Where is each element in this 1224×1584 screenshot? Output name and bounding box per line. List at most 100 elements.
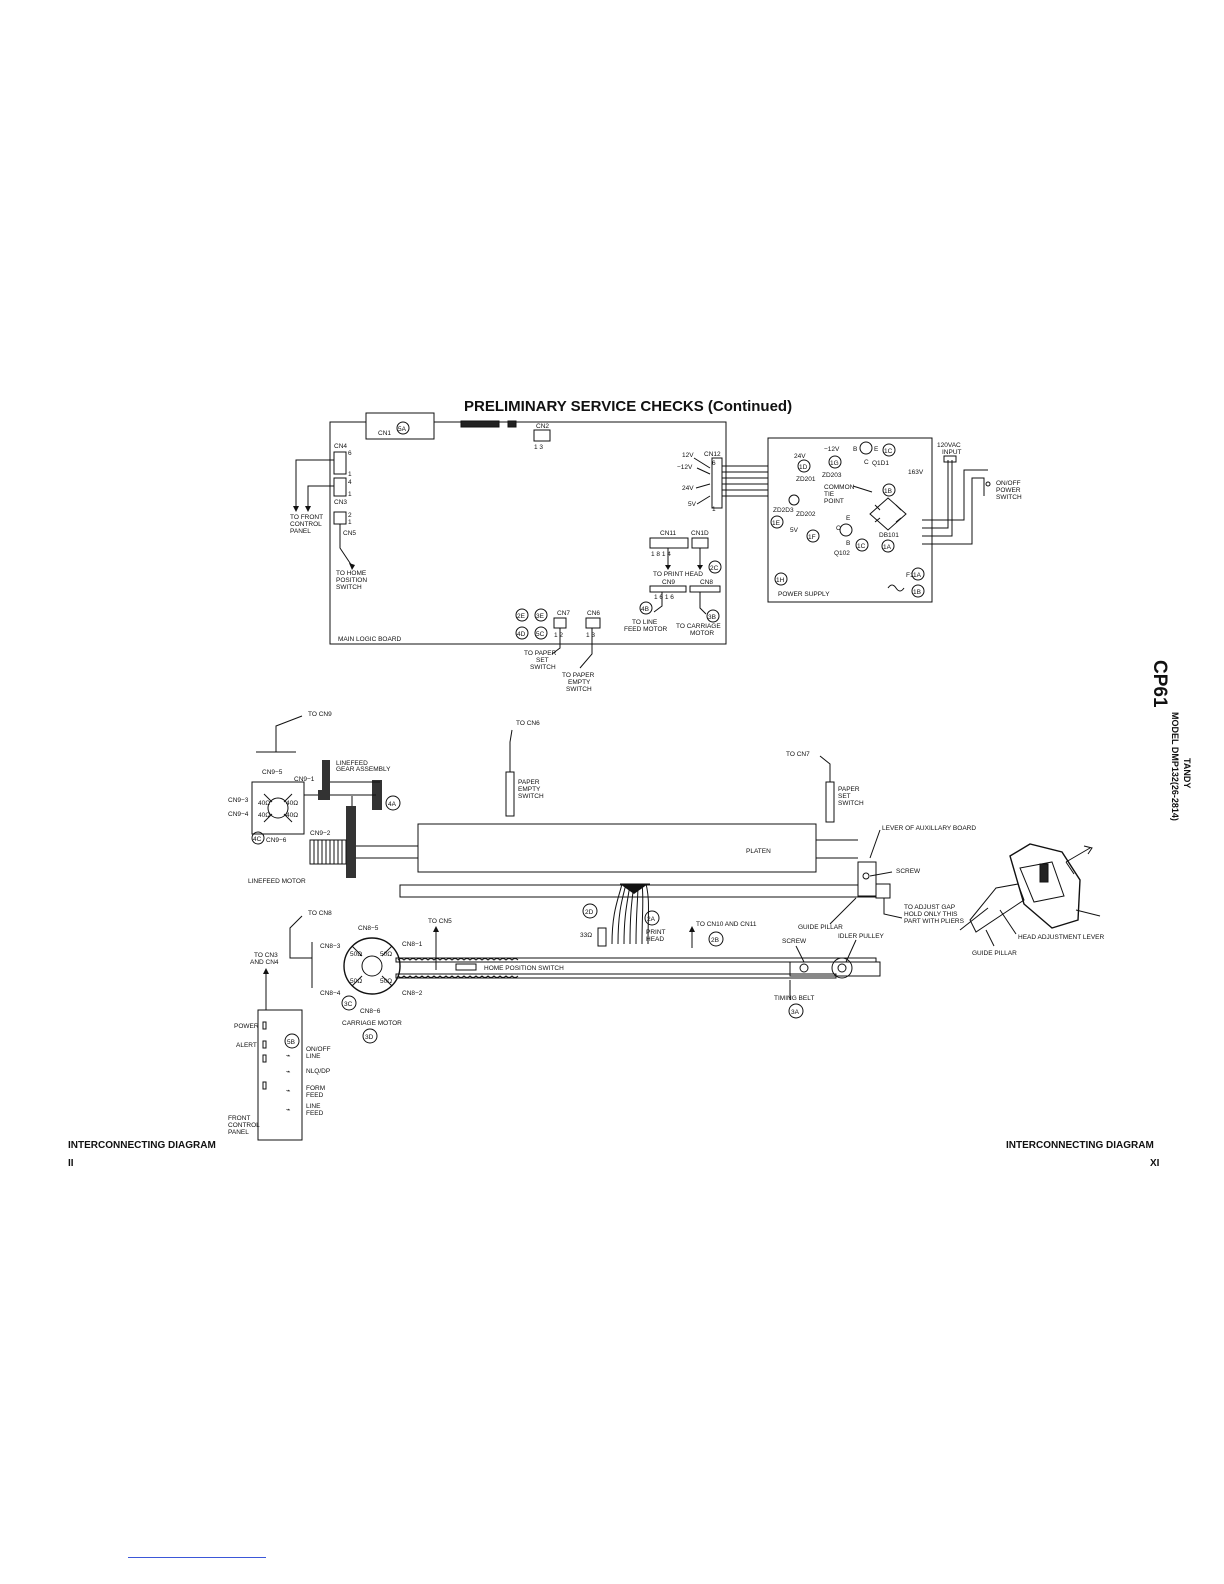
- r50-3: 50Ω: [350, 978, 362, 985]
- head-adjust-detail: HEAD ADJUSTMENT LEVER GUIDE PILLAR: [959, 843, 1105, 957]
- cn5-pin2: 2: [348, 512, 352, 519]
- tag-5c-circle: [534, 626, 548, 640]
- ps-b: B: [853, 446, 857, 453]
- zd203-label: ZD203: [822, 472, 842, 479]
- tag-1a: 1A: [883, 544, 892, 551]
- power-supply-label: POWER SUPPLY: [778, 591, 830, 598]
- print-label: PRINT: [646, 929, 666, 936]
- tag-2e: 2E: [517, 613, 526, 620]
- tag-1b2-circle: [911, 584, 925, 598]
- front-label: FRONT: [228, 1115, 250, 1122]
- tag-1f: 1F: [808, 534, 816, 541]
- front-control-panel: POWER ALERT 5B ⌁ ON/OFF LINE ⌁ NLQ/DP ⌁ …: [228, 1009, 331, 1141]
- tag-5c: 5C: [536, 631, 545, 638]
- adjust-leader: [883, 898, 903, 919]
- ps-5v: 5V: [790, 527, 799, 534]
- cable-clamp: [620, 884, 648, 894]
- tag-1b-circle: [882, 483, 896, 497]
- arrow-cn10: [697, 565, 703, 570]
- arrow-home: [349, 563, 355, 570]
- fuse-symbol: [887, 584, 905, 592]
- onoff-label: ON/OFF: [996, 480, 1021, 487]
- tag-1a2: 1A: [913, 572, 922, 579]
- set-label: SET: [536, 657, 549, 664]
- paper-set-switch: [825, 781, 835, 823]
- cn6-connector: [585, 617, 601, 629]
- q101-circle: [859, 441, 873, 455]
- tag-2b-circle: [708, 931, 724, 947]
- resistor-33: [597, 927, 607, 947]
- tag-3c-circle: [341, 995, 357, 1011]
- cn9-4-label: CN9−4: [228, 811, 249, 818]
- tag-3b-circle: [706, 609, 720, 623]
- tag-3a: 3A: [791, 1009, 800, 1016]
- cn8-label: CN8: [700, 579, 713, 586]
- to-paper-set: TO PAPER: [524, 650, 557, 657]
- paper-set-label: PAPER: [838, 786, 860, 793]
- cn5-connector: [333, 511, 347, 525]
- tag-4d: 4D: [517, 631, 526, 638]
- page-number-right: XI: [1150, 1158, 1160, 1169]
- main-logic-board: MAIN LOGIC BOARD CN1 5A CN2 1 3 CN4 6 1 …: [290, 412, 776, 693]
- q102-label: Q102: [834, 550, 850, 557]
- main-board-label: MAIN LOGIC BOARD: [338, 636, 402, 643]
- to-print-head: TO PRINT HEAD: [653, 571, 703, 578]
- tag-5a: 5A: [398, 426, 407, 433]
- tag-1c: 1C: [884, 448, 893, 455]
- to-home-label: TO HOME: [336, 570, 367, 577]
- tag-1c2: 1C: [857, 543, 866, 550]
- empty-label: EMPTY: [568, 679, 591, 686]
- timing-belt-label: TIMING BELT: [774, 995, 814, 1002]
- tag-4d-circle: [515, 626, 529, 640]
- cn8-3-label: CN8−3: [320, 943, 341, 950]
- gear-3: [346, 806, 356, 878]
- control-panel-label: CONTROL: [228, 1122, 260, 1129]
- bridge-rectifier: [869, 497, 907, 531]
- switch-wire-2: [922, 477, 985, 545]
- feed-key-label: FEED: [306, 1092, 324, 1099]
- cn7-connector: [553, 617, 567, 629]
- screw2-leader: [795, 945, 805, 963]
- idler-pulley-inner: [837, 963, 847, 973]
- cn5-label: CN5: [343, 530, 356, 537]
- platen-label: PLATEN: [746, 848, 771, 855]
- line-feed-key-icon: ⌁: [286, 1105, 291, 1114]
- paper-empty-switch: [505, 771, 515, 817]
- to-carriage-label: TO CARRIAGE: [676, 623, 721, 630]
- tag-3c: 3C: [344, 1001, 353, 1008]
- tag-2d: 2D: [585, 909, 594, 916]
- tag-2a-circle: [644, 910, 660, 926]
- home-switch-label: HOME POSITION SWITCH: [484, 965, 564, 972]
- tag-2c-circle: [708, 560, 722, 574]
- alert-led: [262, 1040, 267, 1049]
- q101-label: Q1D1: [872, 460, 889, 467]
- page-number-left: II: [68, 1158, 74, 1169]
- tag-3a-circle: [788, 1003, 804, 1019]
- to-cn10-label: TO CN10 AND CN11: [696, 921, 757, 928]
- common-leader: [852, 485, 873, 493]
- zd201-label: ZD201: [796, 476, 816, 483]
- r400-3: 40Ω: [258, 812, 270, 819]
- cn8-2-label: CN8−2: [402, 990, 423, 997]
- leader-24v: [695, 483, 711, 489]
- wire-to-cn8: [289, 915, 312, 959]
- tag-4a: 4A: [388, 801, 397, 808]
- tag-1a-circle: [881, 539, 895, 553]
- tag-4a-circle: [385, 795, 401, 811]
- tag-2e-circle: [515, 608, 529, 622]
- ac-plug: [943, 455, 957, 463]
- tie-label: TIE: [824, 491, 835, 498]
- cn3-label: CN3: [334, 499, 347, 506]
- onoff-key-label: ON/OFF: [306, 1046, 331, 1053]
- platen: [417, 823, 817, 873]
- head-pins: [1039, 863, 1049, 883]
- cn3-pin1: 1: [348, 491, 352, 498]
- linefeed-motor-body: [251, 781, 305, 835]
- wire-cn7: [551, 628, 561, 655]
- tag-2c: 2C: [710, 565, 719, 572]
- screw-label: SCREW: [896, 868, 921, 875]
- motor-label: MOTOR: [690, 630, 714, 637]
- cn2-connector: [533, 429, 551, 442]
- tag-3d: 3D: [365, 1034, 374, 1041]
- guide-pillar-label: GUIDE PILLAR: [798, 924, 843, 931]
